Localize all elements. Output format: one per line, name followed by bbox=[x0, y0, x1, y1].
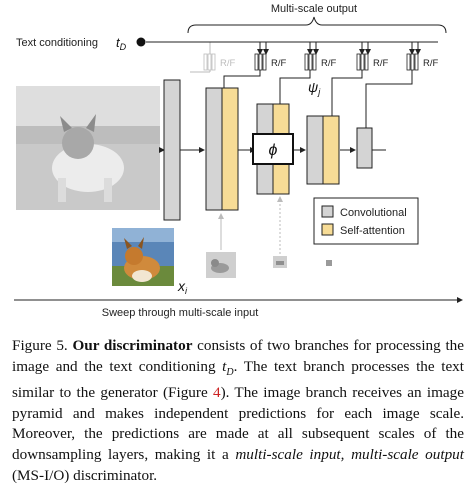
stage-1-conv-block bbox=[163, 79, 181, 221]
feature-connectors bbox=[190, 70, 413, 128]
caption-part4: (MS-I/O) discriminator. bbox=[12, 466, 158, 484]
rf-head-2: R/F bbox=[254, 42, 287, 71]
caption-part1: consists of two branches for processing … bbox=[12, 337, 464, 375]
svg-text:R/F: R/F bbox=[423, 58, 439, 69]
rf-head-4: R/F bbox=[356, 42, 389, 71]
legend-conv-swatch bbox=[321, 205, 334, 218]
text-conditioning-label: Text conditioning bbox=[16, 37, 98, 49]
caption-bold: Our discriminator bbox=[72, 337, 193, 354]
legend-conv-label: Convolutional bbox=[340, 207, 407, 219]
caption-figure-link[interactable]: 4 bbox=[212, 384, 221, 402]
pyramid-input-1 bbox=[112, 228, 174, 286]
psi-label: ψj bbox=[308, 79, 321, 97]
phi-label: ϕ bbox=[269, 142, 278, 159]
rf-head-3: R/F bbox=[304, 42, 337, 71]
legend: Convolutional Self-attention bbox=[313, 197, 419, 245]
text-conditioning-symbol: tD bbox=[116, 35, 127, 52]
input-image bbox=[16, 86, 160, 210]
caption-part3: ). The image branch receives an image py… bbox=[12, 384, 464, 463]
svg-text:R/F: R/F bbox=[373, 58, 389, 69]
multi-scale-output-brace bbox=[187, 16, 447, 34]
stage-2-attention-block bbox=[221, 87, 239, 211]
stage-4-attention-block bbox=[322, 115, 340, 185]
svg-text:R/F: R/F bbox=[321, 58, 337, 69]
text-conditioning-node bbox=[136, 37, 146, 47]
pyramid-input-4 bbox=[326, 260, 332, 266]
stage-2-conv-block bbox=[205, 87, 223, 211]
caption-lead: Figure 5. bbox=[12, 337, 68, 354]
phi-box bbox=[252, 133, 294, 165]
legend-attention-label: Self-attention bbox=[340, 225, 405, 237]
input-label: xi bbox=[177, 278, 188, 296]
stage-4-conv-block bbox=[306, 115, 324, 185]
sweep-label: Sweep through multi-scale input bbox=[102, 307, 259, 319]
caption-italic: multi-scale input, multi-scale output bbox=[235, 446, 464, 463]
pyramid-input-3 bbox=[273, 256, 287, 268]
legend-attention-swatch bbox=[321, 223, 334, 236]
figure-caption: Figure 5. Our discriminator consists of … bbox=[12, 336, 464, 486]
rf-head-1: R/F bbox=[203, 42, 236, 71]
caption-part2: . The text branch processes the text sim… bbox=[12, 357, 464, 402]
svg-text:R/F: R/F bbox=[271, 58, 287, 69]
caption-td: tD bbox=[222, 357, 234, 378]
svg-text:R/F: R/F bbox=[220, 58, 236, 69]
rf-head-5: R/F bbox=[406, 42, 439, 71]
discriminator-figure: Multi-scale output Text conditioning tD … bbox=[14, 3, 463, 319]
pyramid-input-2 bbox=[206, 252, 236, 278]
multi-scale-output-label: Multi-scale output bbox=[271, 3, 357, 15]
stage-5-conv-block bbox=[356, 127, 373, 169]
